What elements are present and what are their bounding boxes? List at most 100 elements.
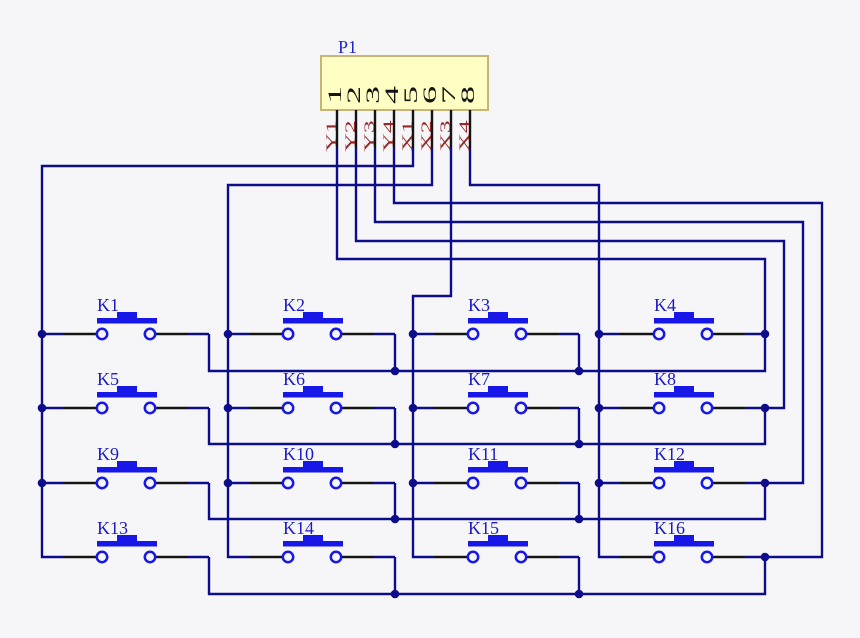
connector-pin-stubs — [335, 110, 472, 148]
junction-dot — [574, 366, 584, 376]
junction-dot — [223, 329, 233, 339]
key-bar — [97, 541, 157, 547]
key-cap — [488, 535, 508, 541]
wire-net-y2 — [207, 148, 786, 446]
wire-net-x2 — [226, 148, 434, 559]
pin-number: 6 — [420, 86, 441, 104]
key-k12[interactable]: K12 — [620, 444, 745, 490]
key-k7[interactable]: K7 — [434, 369, 559, 415]
key-contact-left — [652, 327, 666, 341]
key-k10[interactable]: K10 — [249, 444, 374, 490]
key-k11[interactable]: K11 — [434, 444, 559, 490]
key-bar — [283, 318, 343, 324]
key-label: K5 — [97, 369, 119, 389]
key-contact-left — [466, 327, 480, 341]
connector-pin-numbers: 1 2 3 4 5 6 7 8 — [325, 86, 479, 104]
key-contact-right — [329, 401, 343, 415]
key-contact-left — [281, 401, 295, 415]
junction-dot — [390, 366, 400, 376]
key-cap — [303, 312, 323, 318]
pin-number: 2 — [344, 86, 365, 104]
key-bar — [468, 467, 528, 473]
key-bar — [97, 392, 157, 398]
junction-dot — [760, 403, 770, 413]
key-bar — [654, 318, 714, 324]
wire-net-y3 — [207, 148, 805, 521]
key-contact-right — [700, 327, 714, 341]
key-bar — [468, 392, 528, 398]
key-cap — [674, 461, 694, 467]
junction-dot — [594, 403, 604, 413]
key-contact-left — [652, 401, 666, 415]
connector-p1[interactable]: P1 1 2 3 4 5 6 7 8 Y1 Y2 Y3 Y4 X1 — [320, 37, 489, 152]
key-label: K3 — [468, 295, 490, 315]
connector-body[interactable] — [320, 55, 489, 111]
key-k14[interactable]: K14 — [249, 518, 374, 564]
pin-number: 7 — [439, 86, 460, 104]
key-contact-left — [652, 550, 666, 564]
junction-dot — [408, 329, 418, 339]
junction-dot — [37, 329, 47, 339]
key-cap — [117, 535, 137, 541]
junction-dot — [594, 478, 604, 488]
wire-net-x4 — [468, 148, 620, 559]
key-k16[interactable]: K16 — [620, 518, 745, 564]
junction-dot — [408, 403, 418, 413]
key-contact-left — [95, 327, 109, 341]
key-k2[interactable]: K2 — [249, 295, 374, 341]
junction-dot — [760, 552, 770, 562]
junction-dot — [390, 514, 400, 524]
wire-net-x3 — [411, 148, 453, 559]
key-k9[interactable]: K9 — [63, 444, 188, 490]
junction-dot — [760, 329, 770, 339]
key-contact-right — [700, 476, 714, 490]
key-bar — [283, 392, 343, 398]
key-label: K13 — [97, 518, 128, 538]
key-k5[interactable]: K5 — [63, 369, 188, 415]
junction-dot — [37, 478, 47, 488]
key-cap — [303, 386, 323, 392]
net-label: Y2 — [341, 120, 358, 151]
key-cap — [303, 535, 323, 541]
junction-dot — [574, 439, 584, 449]
junction-dot — [390, 439, 400, 449]
key-k1[interactable]: K1 — [63, 295, 188, 341]
key-contact-left — [281, 550, 295, 564]
pin-number: 4 — [382, 86, 403, 104]
key-k13[interactable]: K13 — [63, 518, 188, 564]
key-label: K8 — [654, 369, 676, 389]
key-k6[interactable]: K6 — [249, 369, 374, 415]
junction-dots — [37, 329, 770, 599]
key-contact-left — [466, 401, 480, 415]
key-bar — [654, 392, 714, 398]
key-label: K4 — [654, 295, 676, 315]
wire-group — [40, 148, 824, 596]
key-contact-right — [514, 550, 528, 564]
key-cap — [674, 312, 694, 318]
key-k8[interactable]: K8 — [620, 369, 745, 415]
key-cap — [674, 535, 694, 541]
key-bar — [468, 541, 528, 547]
junction-dot — [408, 478, 418, 488]
key-bar — [97, 467, 157, 473]
junction-dot — [574, 589, 584, 599]
key-label: K9 — [97, 444, 119, 464]
junction-dot — [390, 589, 400, 599]
key-cap — [303, 461, 323, 467]
key-contact-right — [143, 401, 157, 415]
key-bar — [468, 318, 528, 324]
key-contact-left — [95, 550, 109, 564]
key-bar — [283, 541, 343, 547]
wire-net-y1 — [207, 148, 767, 373]
key-contact-right — [329, 550, 343, 564]
key-bar — [283, 467, 343, 473]
wire-net-y4 — [207, 148, 824, 596]
key-k3[interactable]: K3 — [434, 295, 559, 341]
junction-dot — [223, 403, 233, 413]
key-contact-right — [700, 550, 714, 564]
wire-net-x1 — [40, 148, 415, 559]
key-k4[interactable]: K4 — [620, 295, 745, 341]
key-k15[interactable]: K15 — [434, 518, 559, 564]
key-bar — [654, 541, 714, 547]
